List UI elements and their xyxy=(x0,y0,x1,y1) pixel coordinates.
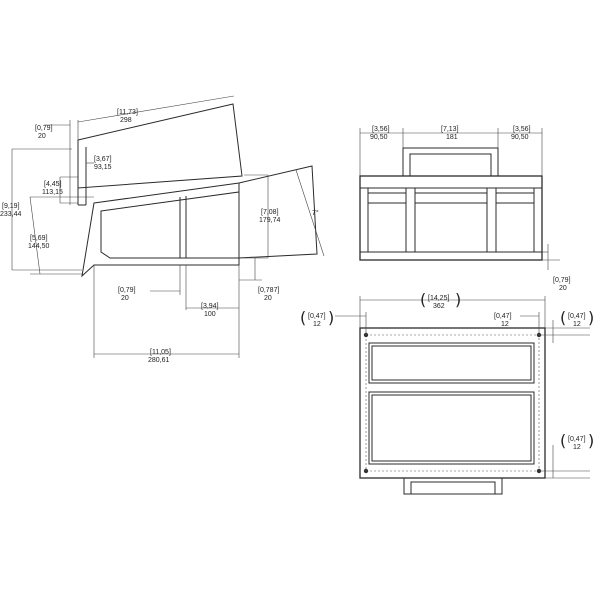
dim-label-0-47-left: [0,47]12 xyxy=(308,313,326,328)
panel-mid-top xyxy=(414,192,488,204)
frame-inner xyxy=(100,191,240,259)
dim-label-14-25: [14,25]362 xyxy=(428,295,449,310)
top-seat xyxy=(368,391,535,465)
dim-label-9-19: [9,19]233,44 xyxy=(0,203,22,218)
dim-label-4-45: [4,45]113,15 xyxy=(42,181,63,196)
dim-label-3-56-left: [3,56]90,50 xyxy=(370,126,390,141)
paren-right: ) xyxy=(455,290,461,309)
backrest-top xyxy=(402,147,499,177)
front-view: [3,56]90,50 [7,13]181 [3,56]90,50 [0,79]… xyxy=(359,126,571,292)
top-seat-inner xyxy=(371,394,532,462)
top-view: ( [14,25]362 ) ( [0,47]12 ) [0,47]12 ( [… xyxy=(300,290,594,495)
paren-left: ( xyxy=(560,431,566,450)
dim-label-3-56-right: [3,56]90,50 xyxy=(511,126,531,141)
paren-right: ) xyxy=(328,308,334,327)
dim-label-5-69: [5,69]144,50 xyxy=(28,235,50,250)
backrest-top-inner xyxy=(409,153,492,177)
top-footrest xyxy=(403,477,503,495)
dim-label-0-79-right: [0,79]20 xyxy=(553,277,571,292)
dim-label-7deg: 7° xyxy=(312,209,319,217)
paren-right: ) xyxy=(588,308,594,327)
dim-label-0-47-top-right: [0,47]12 xyxy=(568,313,586,328)
dim-label-0-79-bottom: [0,79]20 xyxy=(118,287,136,302)
dim-label-11-05: [11,05]280,61 xyxy=(148,349,171,364)
dim-label-3-67: [3,67]93,15 xyxy=(94,156,112,171)
panel-right-top xyxy=(495,192,535,204)
top-backrest xyxy=(368,342,535,384)
paren-left: ( xyxy=(300,308,306,327)
panel-left-top xyxy=(367,192,407,204)
front-frame xyxy=(359,175,543,261)
top-outer xyxy=(359,327,546,479)
dim-line-11-73 xyxy=(77,95,235,123)
frame-outer xyxy=(81,165,318,278)
dim-label-11-73: [11,73]298 xyxy=(117,109,138,124)
side-view: [0,79]20 [11,73]298 [3,67]93,15 [4,45]11… xyxy=(0,95,325,364)
paren-right: ) xyxy=(588,431,594,450)
top-hidden-outline xyxy=(365,334,540,472)
dim-label-3-94: [3,94]100 xyxy=(201,303,219,318)
top-footrest-inner xyxy=(410,481,496,495)
dim-label-0-47-inner: [0,47]12 xyxy=(494,313,512,328)
corner-bolt xyxy=(363,468,369,474)
paren-left: ( xyxy=(420,290,426,309)
dim-label-0-79-top: [0,79]20 xyxy=(35,125,53,140)
dim-line-5-69 xyxy=(29,196,41,275)
dim-label-7-08: [7,08]179,74 xyxy=(259,209,281,224)
top-backrest-inner xyxy=(371,345,532,381)
dim-line-7deg xyxy=(295,169,325,257)
seat-slab xyxy=(77,103,243,189)
dim-label-7-13: [7,13]181 xyxy=(441,126,459,141)
dim-label-0-47-bottom-right: [0,47]12 xyxy=(568,436,586,451)
dim-label-0-787: [0,787]20 xyxy=(258,287,279,302)
paren-left: ( xyxy=(560,308,566,327)
